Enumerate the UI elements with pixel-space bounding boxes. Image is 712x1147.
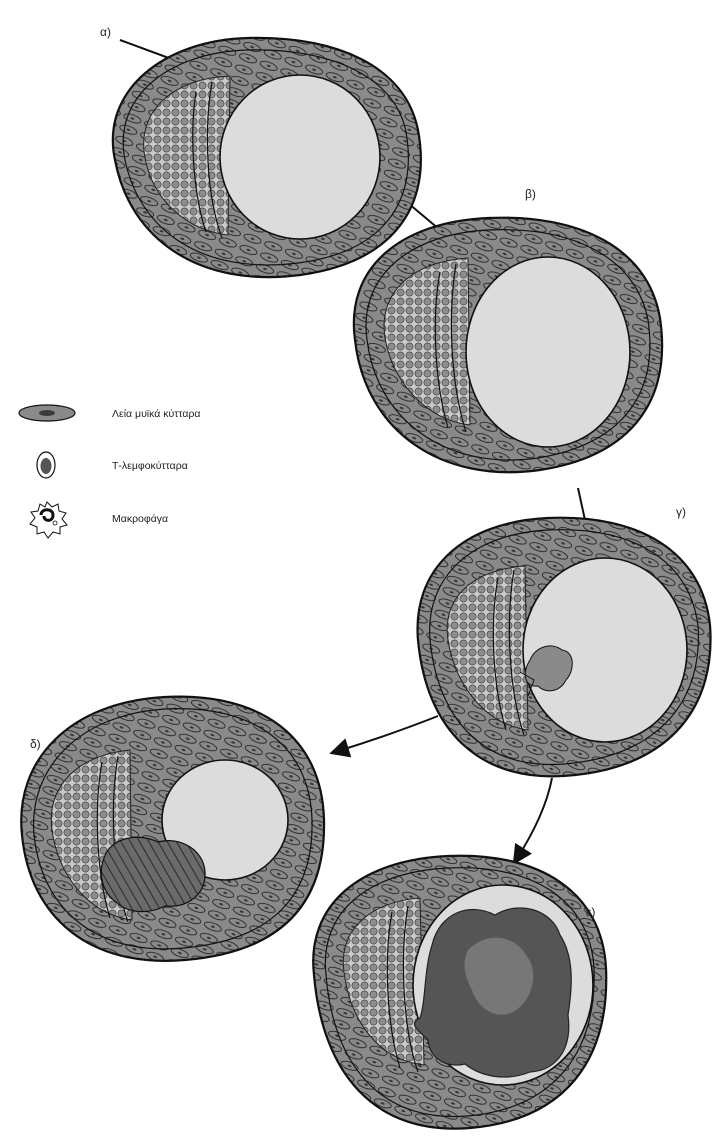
stage-label-a: α): [100, 25, 111, 39]
macrophage-icon: [30, 502, 67, 538]
stage-label-d: δ): [30, 737, 41, 751]
artery-stage-a: [113, 38, 421, 277]
artery-stage-c: [418, 518, 711, 777]
legend-label-smooth-muscle: Λεία μυϊκά κύτταρα: [112, 408, 201, 420]
arrow-to-delta: [335, 716, 438, 752]
stage-label-e: ε): [586, 905, 595, 919]
stage-label-c: γ): [676, 505, 686, 519]
stage-label-b: β): [525, 187, 536, 201]
smooth-muscle-cell-icon: [19, 405, 75, 421]
t-lymphocyte-icon: [37, 452, 55, 478]
artery-stage-d: [21, 697, 324, 961]
legend-label-t-lymphocytes: Τ-λεμφοκύτταρα: [112, 460, 188, 472]
legend-label-macrophages: Μακροφάγα: [112, 513, 168, 525]
artery-stage-e: [313, 856, 606, 1129]
legend: Λεία μυϊκά κύτταρα Τ-λεμφοκύτταρα Μακροφ…: [19, 405, 201, 538]
arrow-to-epsilon: [516, 778, 552, 860]
connector-line: [578, 488, 585, 520]
artery-stage-b: [354, 218, 662, 473]
